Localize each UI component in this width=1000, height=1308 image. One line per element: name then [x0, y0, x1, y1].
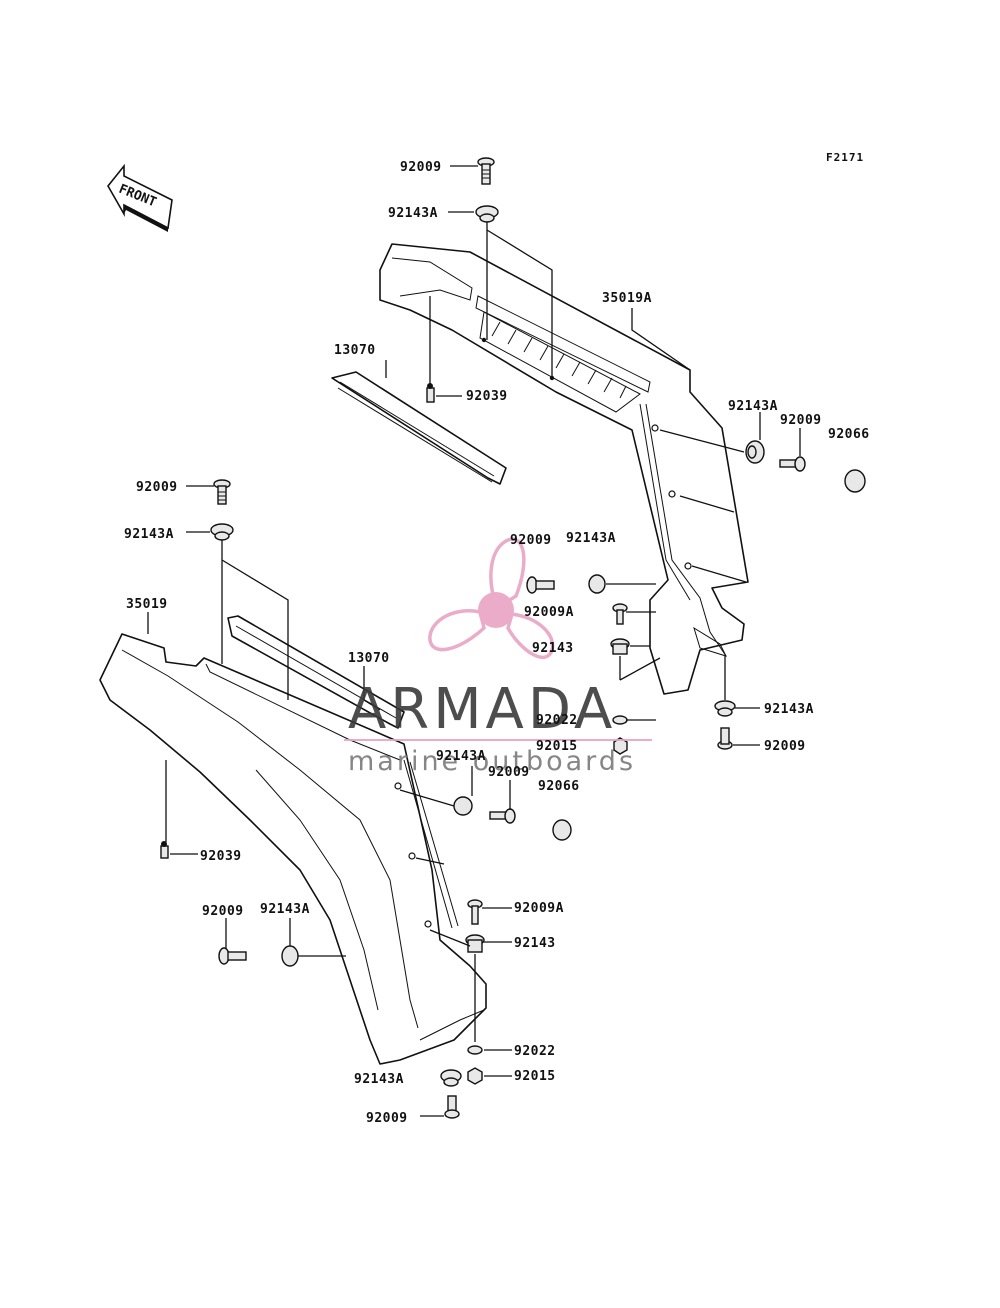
watermark: ARMADA marine outboards — [344, 537, 652, 777]
callout-label: 92009 — [400, 160, 442, 175]
callout-label: 92143A — [124, 527, 174, 542]
callout-label: 92143A — [728, 399, 778, 414]
bolt-icon — [526, 576, 555, 594]
collar-icon — [465, 934, 485, 953]
rivet-icon — [426, 383, 435, 403]
nut-icon — [467, 1067, 483, 1085]
grommet-icon — [745, 440, 765, 464]
callout-label: 92143A — [354, 1072, 404, 1087]
cap-icon — [844, 469, 866, 493]
callout-label: 92009 — [366, 1111, 408, 1126]
bolt-icon — [444, 1095, 460, 1119]
callout-label: 92009 — [780, 413, 822, 428]
callout-label: 92015 — [514, 1069, 556, 1084]
callout-label: 92009 — [764, 739, 806, 754]
callout-label: 92143 — [514, 936, 556, 951]
callout-label: 92143A — [436, 749, 486, 764]
bolt-icon — [467, 899, 483, 925]
bolt-icon — [779, 456, 806, 472]
callout-label: 13070 — [334, 343, 376, 358]
leader-lines — [147, 165, 801, 1117]
callout-label: 92143A — [260, 902, 310, 917]
rivet-icon — [160, 841, 169, 859]
callout-label: 92066 — [828, 427, 870, 442]
callout-label: 92039 — [466, 389, 508, 404]
front-arrow-icon: FRONT — [107, 163, 173, 232]
grommet-icon — [475, 205, 499, 223]
callout-label: 92143 — [532, 641, 574, 656]
bolt-icon — [717, 727, 733, 750]
callout-label: 92143A — [388, 206, 438, 221]
grommet-icon — [588, 574, 606, 594]
grommet-icon — [440, 1069, 462, 1087]
collar-icon — [610, 638, 630, 655]
callout-label: 92015 — [536, 739, 578, 754]
callout-label: 92143A — [566, 531, 616, 546]
callout-label: 92009A — [514, 901, 564, 916]
rear-fender-right-35019a — [379, 243, 749, 695]
callout-label: 35019A — [602, 291, 652, 306]
callout-label: 92009 — [510, 533, 552, 548]
callout-label: 92143A — [764, 702, 814, 717]
watermark-brand: ARMADA — [348, 677, 616, 742]
bolt-icon — [218, 947, 247, 965]
callout-label: 92009 — [202, 904, 244, 919]
callout-label: 92039 — [200, 849, 242, 864]
figure-code: F2171 — [826, 151, 864, 164]
grommet-icon — [281, 945, 299, 967]
callout-label: 13070 — [348, 651, 390, 666]
grommet-icon — [714, 700, 736, 717]
bolt-icon — [213, 479, 231, 505]
grommet-icon — [453, 796, 473, 816]
bolt-icon — [612, 603, 628, 625]
propeller-logo-icon — [428, 537, 555, 659]
trim-strip-upper-13070 — [331, 371, 507, 485]
callout-label: 35019 — [126, 597, 168, 612]
callout-label: 92066 — [538, 779, 580, 794]
rear-fender-left-35019 — [99, 633, 487, 1065]
watermark-tagline: marine outboards — [348, 746, 636, 777]
grommet-icon — [210, 523, 234, 541]
washer-icon — [467, 1045, 483, 1055]
cap-icon — [552, 819, 572, 841]
callout-label: 92009 — [488, 765, 530, 780]
callout-label: 92009 — [136, 480, 178, 495]
callout-labels: 92009 92143A 35019A 13070 92039 92143A 9… — [124, 160, 870, 1126]
callout-label: 92009A — [524, 605, 574, 620]
callout-label: 92022 — [536, 713, 578, 728]
bolt-icon — [477, 157, 495, 185]
bolt-icon — [489, 808, 516, 824]
callout-label: 92022 — [514, 1044, 556, 1059]
nut-icon — [613, 737, 628, 755]
